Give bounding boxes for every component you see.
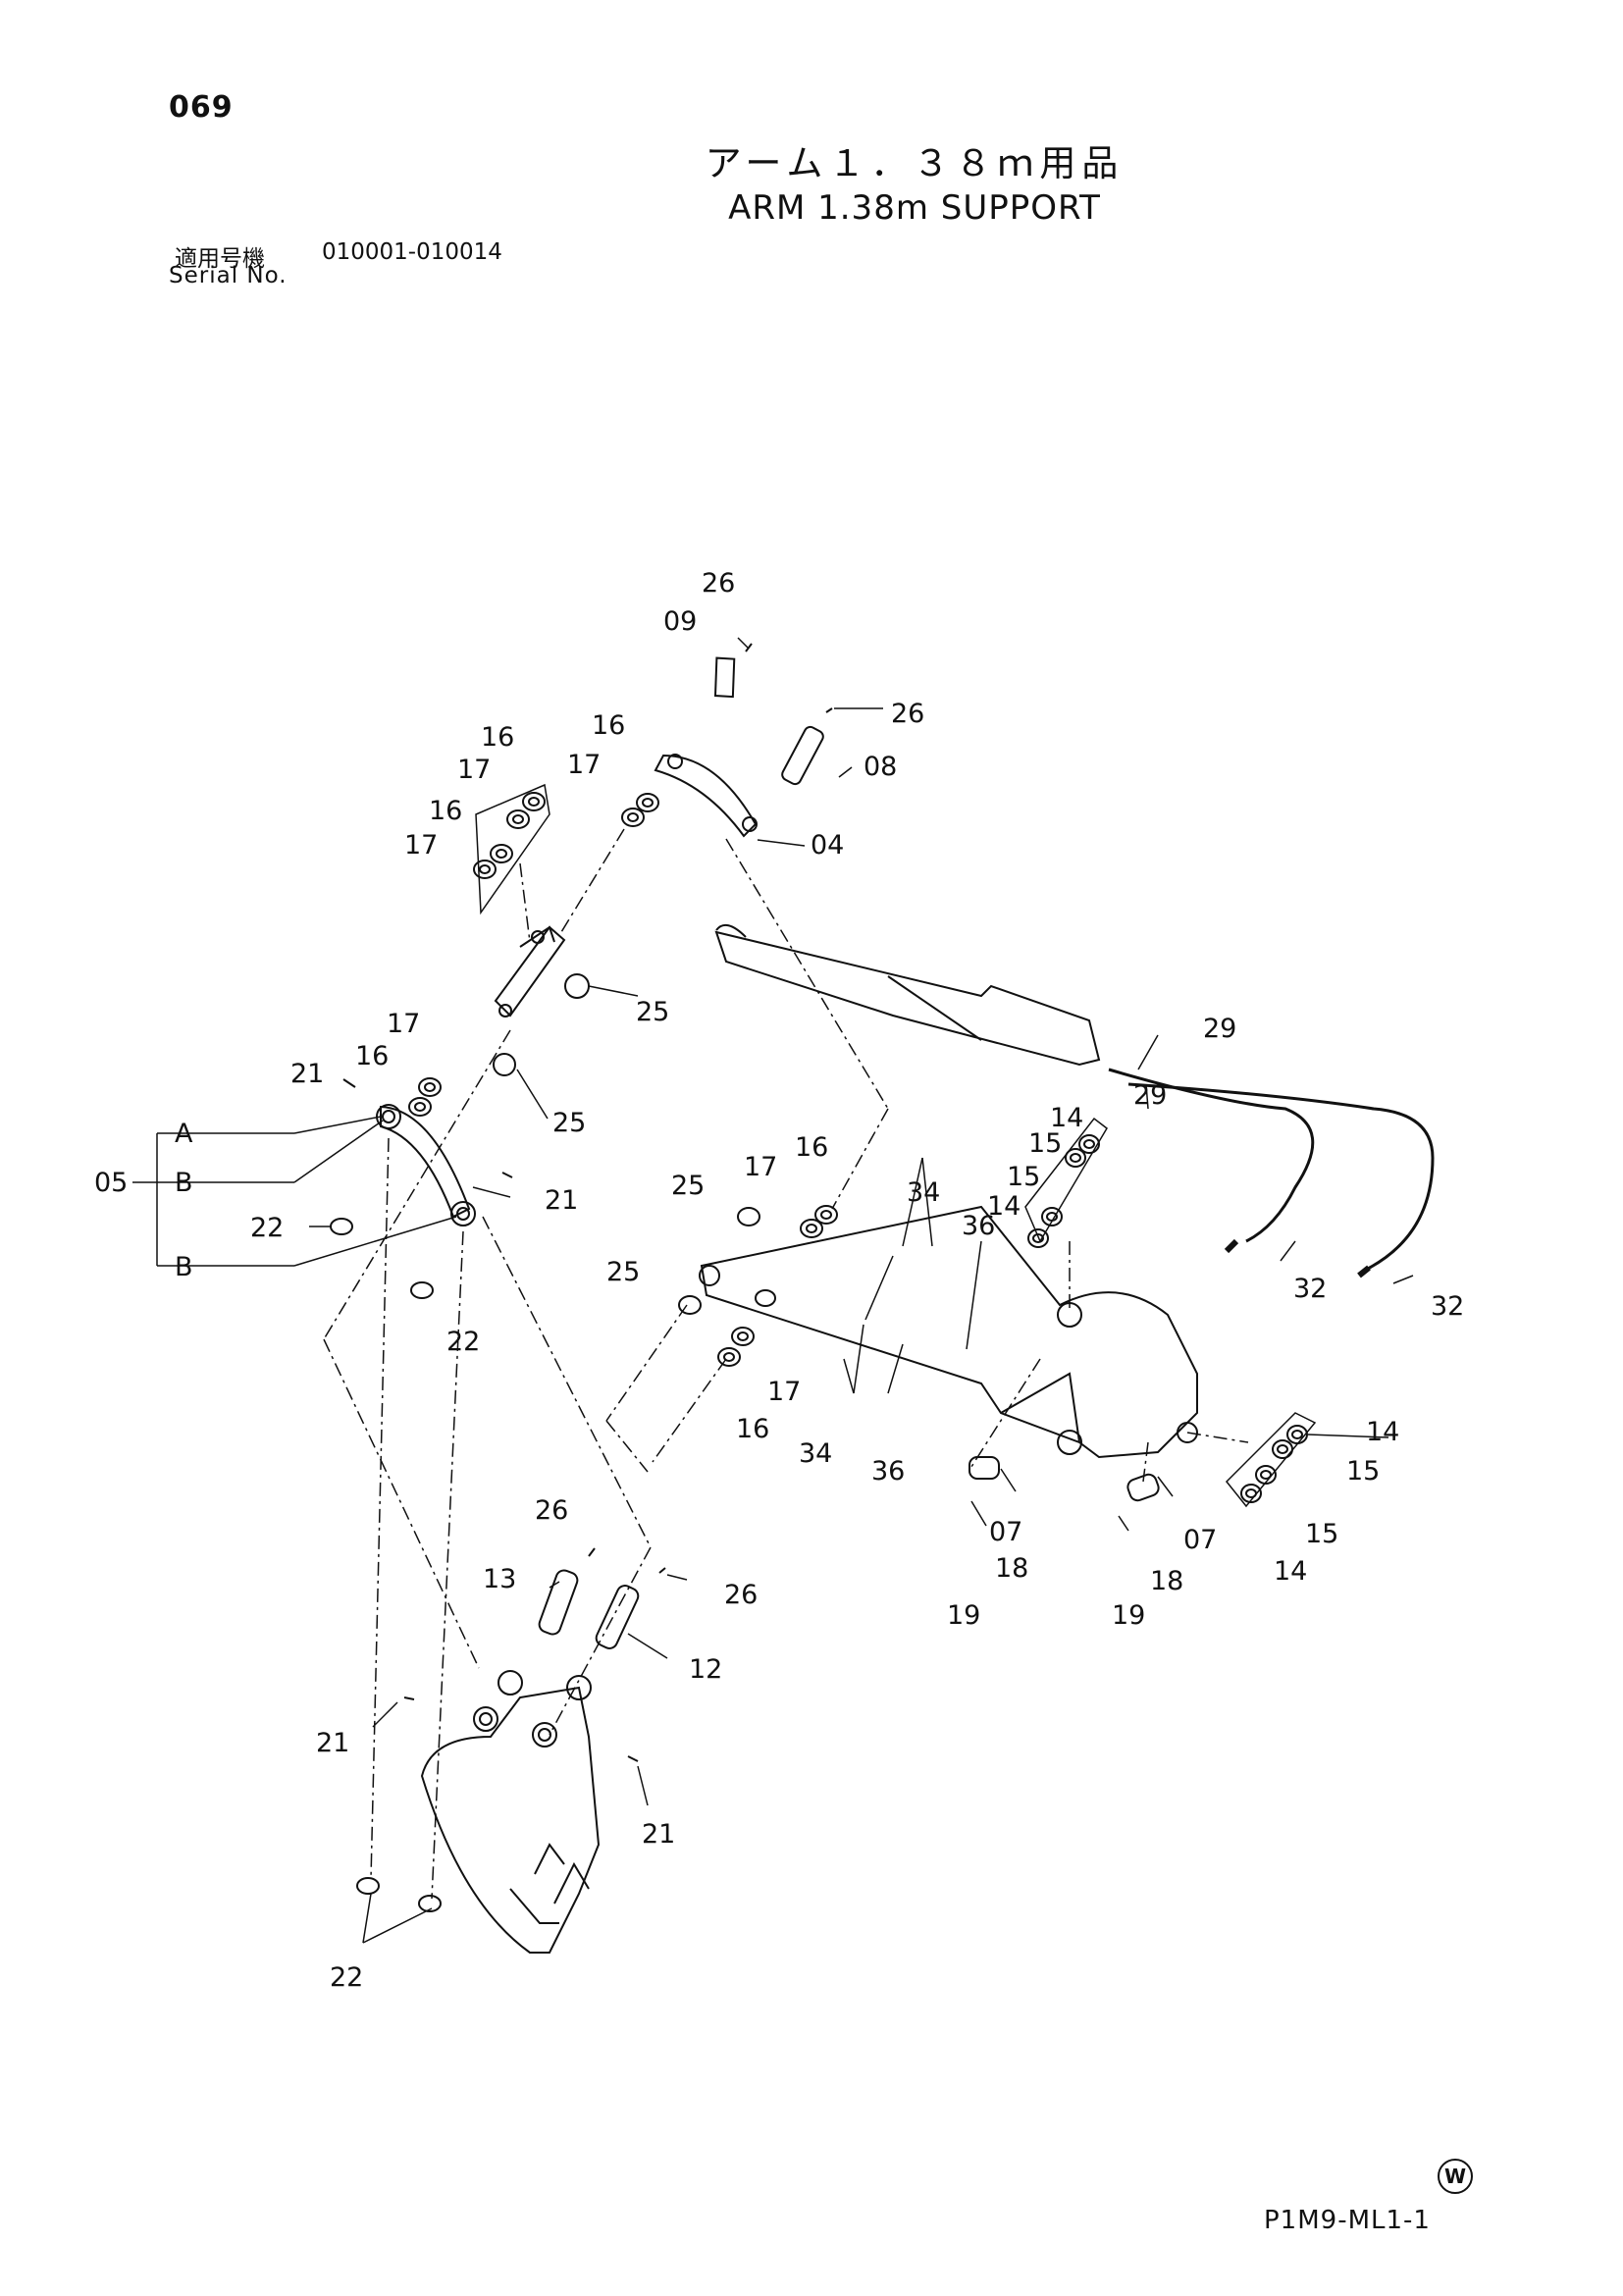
serial-label-japanese: 適用号機 [175,246,265,272]
callout-05: 05 [94,1168,128,1198]
callout-B: B [175,1168,193,1198]
callout-21: 21 [545,1185,578,1216]
callout-18: 18 [995,1553,1028,1584]
callout-19: 19 [1112,1600,1145,1631]
callout-22: 22 [250,1213,284,1243]
callout-13: 13 [483,1564,516,1594]
callout-17: 17 [387,1009,420,1039]
callout-17: 17 [744,1152,777,1182]
callout-16: 16 [795,1132,828,1163]
drawing-code: P1M9-ML1-1 [1264,2206,1431,2235]
page-number: 069 [169,90,234,125]
callout-17: 17 [457,755,491,785]
serial-label-english: Serial No. [169,263,288,288]
title-english: ARM 1.38m SUPPORT [728,188,1101,228]
callout-25: 25 [671,1171,705,1201]
callout-25: 25 [636,997,669,1027]
callout-26: 26 [702,568,735,599]
cylinder-shape [714,930,1101,1067]
callout-A: A [175,1119,193,1149]
callout-32: 32 [1293,1274,1327,1304]
callout-04: 04 [811,830,844,861]
callout-07: 07 [1183,1525,1217,1555]
callout-26: 26 [724,1580,758,1610]
callout-26: 26 [891,699,924,729]
callout-15: 15 [1007,1162,1040,1192]
callout-22: 22 [330,1962,363,1993]
callout-15: 15 [1028,1128,1062,1159]
callout-25: 25 [552,1108,586,1138]
callout-36: 36 [962,1211,995,1241]
callout-07: 07 [989,1517,1022,1547]
callout-17: 17 [767,1377,801,1407]
callout-16: 16 [429,796,462,826]
callout-21: 21 [316,1728,349,1758]
callout-12: 12 [689,1654,722,1685]
pin-08-shape [781,725,824,786]
callout-25: 25 [606,1257,640,1287]
callout-29: 29 [1133,1080,1167,1111]
callout-18: 18 [1150,1566,1183,1596]
bucket-shape [420,1686,601,1954]
callout-16: 16 [592,710,625,741]
callout-26: 26 [535,1495,568,1526]
callout-21: 21 [290,1059,324,1089]
title-japanese: アーム１．３８ｍ用品 [705,142,1125,184]
callout-21: 21 [642,1819,675,1850]
arm-body-shape [700,1205,1198,1459]
callout-14: 14 [987,1191,1021,1222]
callout-34: 34 [799,1438,832,1469]
callout-16: 16 [481,722,514,753]
pin-09-shape [713,656,736,699]
callout-19: 19 [947,1600,980,1631]
callout-14: 14 [1274,1556,1307,1587]
callout-16: 16 [736,1414,769,1444]
callout-36: 36 [871,1456,905,1487]
callout-14: 14 [1366,1417,1399,1447]
callout-29: 29 [1203,1014,1236,1044]
callout-17: 17 [567,750,601,780]
callout-14: 14 [1050,1103,1083,1133]
callout-22: 22 [446,1327,480,1357]
callout-32: 32 [1431,1291,1464,1322]
serial-range: 010001-010014 [322,239,502,265]
callout-09: 09 [663,606,697,637]
link-05-shape [380,1105,471,1219]
callout-17: 17 [404,830,438,861]
w-mark-icon: W [1438,2159,1473,2194]
callout-08: 08 [864,752,897,782]
callout-15: 15 [1346,1456,1380,1487]
callout-B: B [175,1252,193,1282]
callout-34: 34 [907,1177,940,1208]
callout-16: 16 [355,1041,389,1071]
callout-15: 15 [1305,1519,1338,1549]
